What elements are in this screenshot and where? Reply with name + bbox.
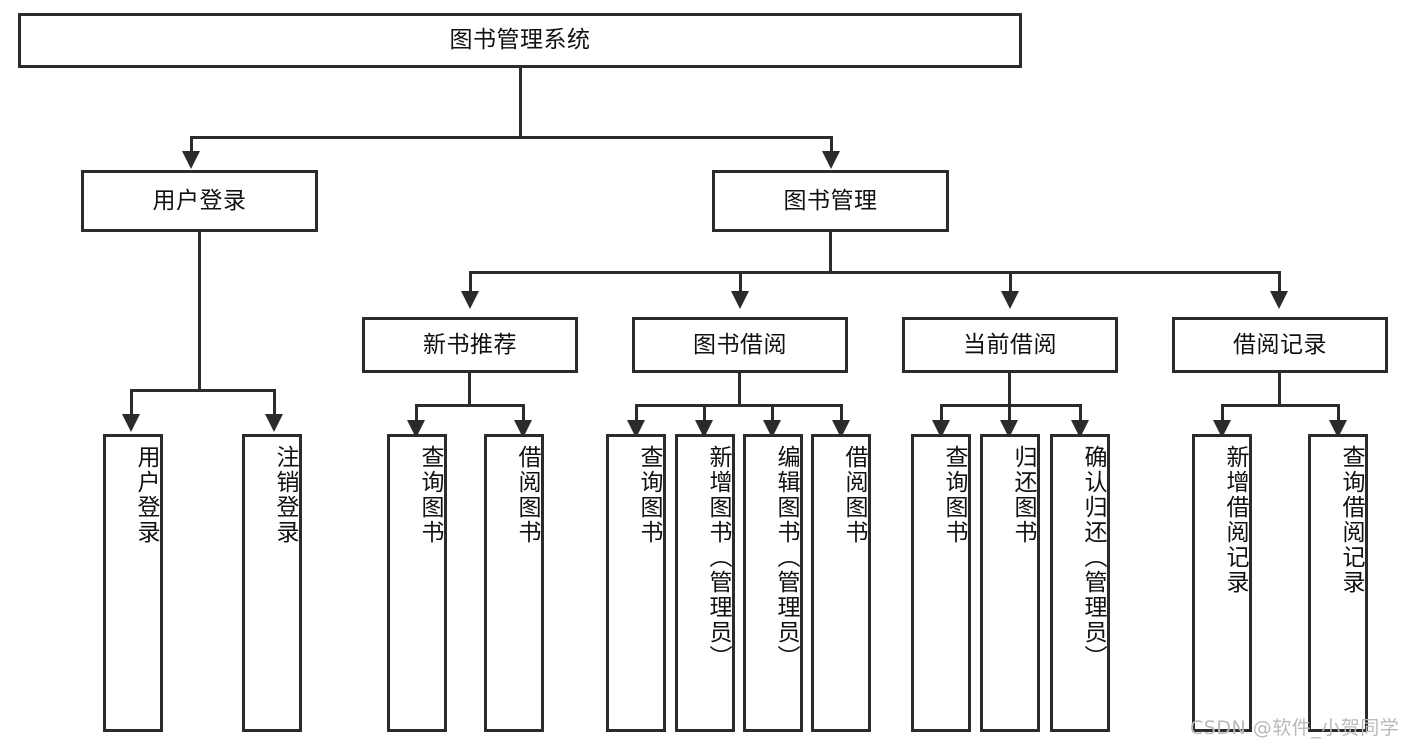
connector-level3-bus xyxy=(469,271,1281,274)
connector-borrow-record-stem xyxy=(1278,373,1281,406)
arrowhead-leaf-new-book-1 xyxy=(407,420,425,438)
leaf-book-borrow-edit-admin[interactable]: 编辑图书（管理员） xyxy=(743,434,803,732)
leaf-borrow-record-add[interactable]: 新增借阅记录 xyxy=(1192,434,1252,732)
leaf-label: 借阅图书 xyxy=(841,445,867,545)
connector-drop-leaf-book-borrow-4 xyxy=(840,404,843,422)
connector-borrow-record-bus xyxy=(1221,404,1340,407)
leaf-book-borrow-query[interactable]: 查询图书 xyxy=(606,434,666,732)
node-label: 图书管理 xyxy=(783,187,878,214)
node-label: 用户登录 xyxy=(152,187,247,214)
node-label: 当前借阅 xyxy=(963,331,1057,358)
arrowhead-leaf-user-login-1 xyxy=(122,414,140,432)
connector-drop-leaf-user-login-2 xyxy=(273,389,276,416)
connector-drop-current-borrow xyxy=(1009,271,1012,293)
connector-drop-leaf-new-book-2 xyxy=(522,404,525,422)
arrowhead-leaf-borrow-record-2 xyxy=(1329,420,1347,438)
connector-level2-bus xyxy=(190,136,833,139)
connector-current-borrow-bus xyxy=(940,404,1082,407)
leaf-label: 查询借阅记录 xyxy=(1338,445,1364,595)
connector-book-borrow-stem xyxy=(738,373,741,406)
connector-current-borrow-stem xyxy=(1008,373,1011,406)
arrowhead-borrow-record xyxy=(1270,291,1288,309)
leaf-new-book-query[interactable]: 查询图书 xyxy=(387,434,447,732)
leaf-label: 借阅图书 xyxy=(514,445,540,545)
leaf-user-login-login[interactable]: 用户登录 xyxy=(103,434,163,732)
arrowhead-leaf-book-borrow-4 xyxy=(832,420,850,438)
node-new-book-recommend[interactable]: 新书推荐 xyxy=(362,317,578,373)
leaf-label: 新增借阅记录 xyxy=(1222,445,1248,595)
leaf-label: 编辑图书（管理员） xyxy=(773,445,799,670)
node-label: 借阅记录 xyxy=(1233,331,1327,358)
connector-drop-leaf-book-borrow-1 xyxy=(635,404,638,422)
leaf-label: 注销登录 xyxy=(272,445,298,545)
arrowhead-leaf-current-borrow-2 xyxy=(1000,420,1018,438)
node-current-borrow[interactable]: 当前借阅 xyxy=(902,317,1118,373)
arrowhead-leaf-current-borrow-1 xyxy=(932,420,950,438)
connector-drop-leaf-user-login-1 xyxy=(130,389,133,416)
leaf-new-book-borrow[interactable]: 借阅图书 xyxy=(484,434,544,732)
leaf-label: 查询图书 xyxy=(417,445,443,545)
connector-drop-new-book xyxy=(469,271,472,293)
leaf-current-borrow-query[interactable]: 查询图书 xyxy=(911,434,971,732)
node-book-management[interactable]: 图书管理 xyxy=(712,170,949,232)
connector-drop-leaf-borrow-record-2 xyxy=(1337,404,1340,422)
connector-root-stem xyxy=(519,68,522,136)
leaf-label: 新增图书（管理员） xyxy=(705,445,731,670)
connector-user-login-stem xyxy=(198,232,201,392)
leaf-current-borrow-return[interactable]: 归还图书 xyxy=(980,434,1040,732)
leaf-book-borrow-add-admin[interactable]: 新增图书（管理员） xyxy=(675,434,735,732)
node-label: 图书借阅 xyxy=(693,331,787,358)
connector-new-book-stem xyxy=(468,373,471,406)
leaf-current-borrow-confirm-admin[interactable]: 确认归还（管理员） xyxy=(1050,434,1110,732)
leaf-label: 查询图书 xyxy=(636,445,662,545)
node-label: 新书推荐 xyxy=(423,331,517,358)
leaf-user-login-logout[interactable]: 注销登录 xyxy=(242,434,302,732)
leaf-label: 确认归还（管理员） xyxy=(1080,445,1106,670)
connector-drop-leaf-borrow-record-1 xyxy=(1221,404,1224,422)
connector-drop-book-borrow xyxy=(739,271,742,293)
arrowhead-leaf-book-borrow-3 xyxy=(763,420,781,438)
connector-new-book-bus xyxy=(415,404,525,407)
arrowhead-user-login xyxy=(182,151,200,169)
node-borrow-record[interactable]: 借阅记录 xyxy=(1172,317,1388,373)
leaf-label: 查询图书 xyxy=(941,445,967,545)
arrowhead-leaf-book-borrow-1 xyxy=(627,420,645,438)
arrowhead-book-borrow xyxy=(731,291,749,309)
arrowhead-leaf-current-borrow-3 xyxy=(1071,420,1089,438)
connector-drop-leaf-current-borrow-2 xyxy=(1008,404,1011,422)
connector-drop-leaf-current-borrow-3 xyxy=(1079,404,1082,422)
connector-book-management-stem xyxy=(829,232,832,274)
node-book-borrow[interactable]: 图书借阅 xyxy=(632,317,848,373)
connector-drop-user-login xyxy=(190,136,193,153)
arrowhead-leaf-new-book-2 xyxy=(514,420,532,438)
leaf-book-borrow-borrow[interactable]: 借阅图书 xyxy=(811,434,871,732)
leaf-label: 归还图书 xyxy=(1010,445,1036,545)
arrowhead-current-borrow xyxy=(1001,291,1019,309)
connector-drop-borrow-record xyxy=(1278,271,1281,293)
arrowhead-leaf-borrow-record-1 xyxy=(1213,420,1231,438)
connector-drop-leaf-new-book-1 xyxy=(415,404,418,422)
arrowhead-leaf-book-borrow-2 xyxy=(695,420,713,438)
connector-drop-leaf-current-borrow-1 xyxy=(940,404,943,422)
connector-drop-leaf-book-borrow-3 xyxy=(771,404,774,422)
connector-book-borrow-bus xyxy=(635,404,843,407)
arrowhead-book-management xyxy=(822,151,840,169)
node-user-login[interactable]: 用户登录 xyxy=(81,170,318,232)
connector-user-login-bus xyxy=(130,389,276,392)
leaf-label: 用户登录 xyxy=(133,445,159,545)
node-label: 图书管理系统 xyxy=(449,27,591,54)
connector-drop-book-management xyxy=(830,136,833,153)
leaf-borrow-record-query[interactable]: 查询借阅记录 xyxy=(1308,434,1368,732)
arrowhead-leaf-user-login-2 xyxy=(265,414,283,432)
node-root-book-management-system[interactable]: 图书管理系统 xyxy=(18,13,1022,68)
arrowhead-new-book xyxy=(461,291,479,309)
connector-drop-leaf-book-borrow-2 xyxy=(703,404,706,422)
